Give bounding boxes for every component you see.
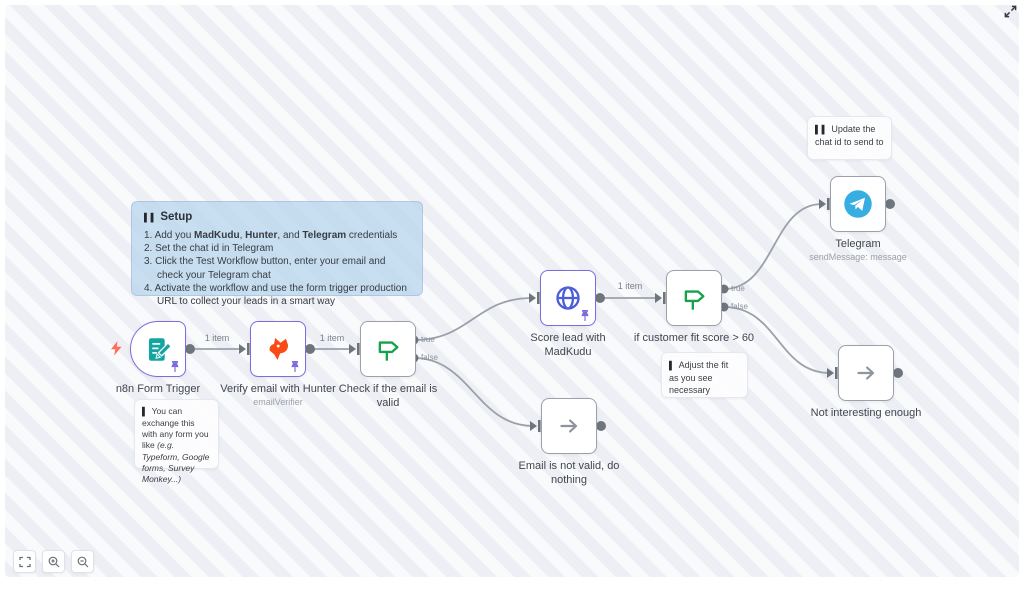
telegram-icon bbox=[844, 190, 872, 218]
zoom-out-icon bbox=[77, 556, 88, 567]
node-label: if customer fit score > 60 bbox=[633, 332, 755, 344]
bar-icon: ▌ bbox=[142, 407, 149, 416]
bars-icon: ▌▌ bbox=[144, 213, 158, 222]
node-subtitle: emailVerifier bbox=[253, 397, 303, 407]
expand-button[interactable] bbox=[1002, 3, 1018, 19]
zoom-out-button[interactable] bbox=[71, 550, 94, 573]
pin-icon bbox=[581, 310, 589, 321]
node-box[interactable] bbox=[541, 398, 597, 454]
node-box[interactable] bbox=[830, 176, 886, 232]
node-label: Verify email with Hunter bbox=[220, 383, 336, 395]
setup-step-1: 1. Add you MadKudu, Hunter, and Telegram… bbox=[144, 230, 398, 241]
edge-item-count: 1 item bbox=[204, 333, 230, 343]
node-verify-email-hunter[interactable]: Verify email with Hunter emailVerifier bbox=[220, 321, 336, 407]
node-noop-email-not-valid[interactable]: Email is not valid, do nothing bbox=[519, 398, 619, 486]
node-check-email-valid[interactable]: Check if the email is valid bbox=[339, 321, 437, 409]
if-signpost-icon bbox=[684, 290, 705, 310]
if-signpost-icon bbox=[378, 341, 399, 361]
expand-icon bbox=[1004, 5, 1016, 17]
setup-step-4: 4. Activate the workflow and use the for… bbox=[144, 282, 407, 307]
node-box[interactable] bbox=[666, 270, 722, 326]
sticky-note-setup[interactable]: ▌▌Setup 1. Add you MadKudu, Hunter, and … bbox=[131, 201, 423, 307]
node-box[interactable] bbox=[838, 345, 894, 401]
node-label: Not interesting enough bbox=[810, 407, 922, 419]
node-label: Email is not valid, do nothing bbox=[518, 460, 620, 486]
sticky-note-adjust-fit[interactable]: ▌Adjust the fit as you see necessary bbox=[661, 352, 748, 398]
node-noop-not-interesting[interactable]: Not interesting enough bbox=[811, 345, 921, 419]
edge-item-count: 1 item bbox=[617, 281, 643, 291]
node-box[interactable] bbox=[250, 321, 306, 377]
sticky-note-title: ▌▌Setup bbox=[144, 211, 193, 223]
edge-item-count: 1 item bbox=[319, 333, 345, 343]
node-box[interactable] bbox=[540, 270, 596, 326]
node-label: Score lead with MadKudu bbox=[530, 332, 606, 358]
noop-arrow-icon bbox=[857, 366, 875, 380]
pin-icon bbox=[171, 361, 179, 372]
form-icon bbox=[148, 337, 172, 361]
node-label: Check if the email is valid bbox=[338, 383, 438, 409]
trigger-bolt-icon bbox=[111, 341, 122, 356]
branch-label-false: false bbox=[421, 353, 438, 362]
fit-view-icon bbox=[18, 556, 31, 567]
setup-step-2: 2. Set the chat id in Telegram bbox=[144, 243, 274, 255]
node-label: n8n Form Trigger bbox=[115, 383, 201, 395]
pin-icon bbox=[291, 361, 299, 372]
zoom-in-icon bbox=[48, 556, 59, 567]
sticky-note-update-chat-id[interactable]: ▌▌Update the chat id to send to bbox=[807, 116, 892, 160]
node-n8n-form-trigger[interactable]: n8n Form Trigger bbox=[111, 321, 200, 395]
bar-icon: ▌ bbox=[669, 361, 676, 370]
branch-label-true: true bbox=[421, 335, 435, 344]
node-box[interactable] bbox=[130, 321, 186, 377]
node-subtitle: sendMessage: message bbox=[809, 252, 907, 262]
bars-icon: ▌▌ bbox=[815, 125, 829, 134]
node-if-customer-fit-score[interactable]: if customer fit score > 60 bbox=[634, 270, 754, 344]
sticky-note-exchange-form[interactable]: ▌You can exchange this with any form you… bbox=[134, 399, 219, 484]
node-telegram[interactable]: Telegram sendMessage: message bbox=[809, 176, 907, 262]
node-box[interactable] bbox=[360, 321, 416, 377]
node-score-lead-madkudu[interactable]: Score lead with MadKudu bbox=[530, 270, 606, 358]
hunter-icon bbox=[269, 338, 289, 360]
node-label: Telegram bbox=[835, 238, 881, 250]
setup-step-3: 3. Click the Test Workflow button, enter… bbox=[144, 256, 386, 281]
zoom-in-button[interactable] bbox=[42, 550, 65, 573]
globe-icon bbox=[556, 286, 580, 310]
branch-label-false: false bbox=[731, 302, 748, 311]
branch-label-true: true bbox=[731, 284, 745, 293]
noop-arrow-icon bbox=[560, 419, 578, 433]
fit-view-button[interactable] bbox=[13, 550, 36, 573]
